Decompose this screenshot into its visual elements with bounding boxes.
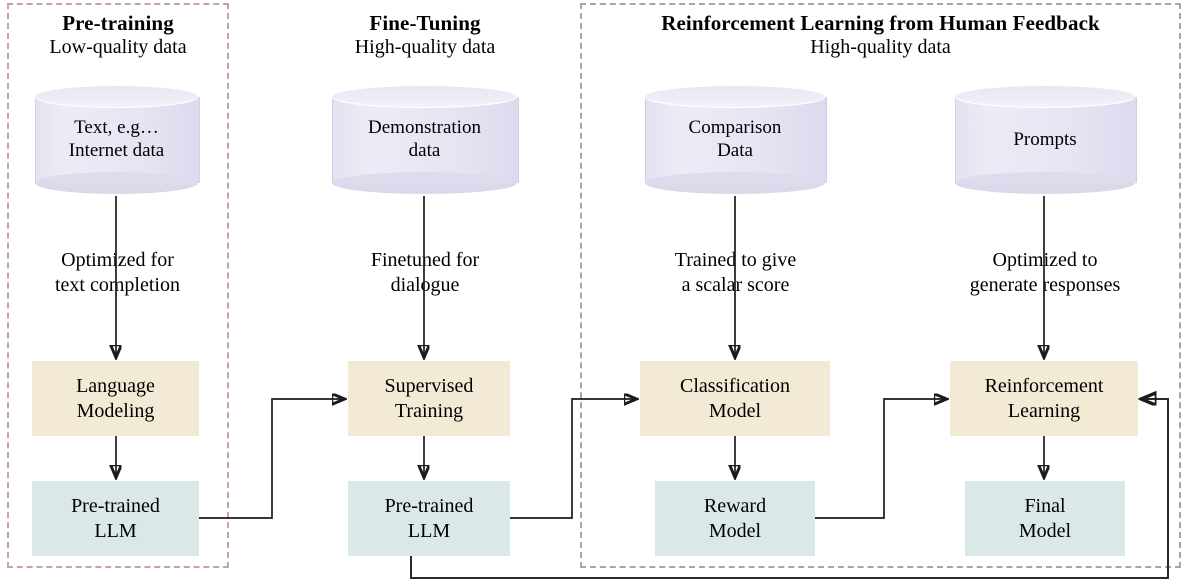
box-pretrained-llm-1[interactable]: Pre-trained LLM	[32, 481, 199, 556]
database-cylinder-pretraining-data: Text, e.g… Internet data	[35, 86, 200, 194]
connector-pretrained-llm-1-to-supervised-training	[199, 399, 344, 519]
box-line2: Learning	[1007, 399, 1081, 422]
box-classification-model[interactable]: Classification Model	[640, 361, 830, 436]
box-line1: Reward	[703, 495, 767, 518]
rlhf-header: Reinforcement Learning from Human Feedba…	[582, 11, 1179, 58]
cylinder-bottom	[955, 172, 1135, 194]
annotation-pretraining-objective: Optimized for text completion	[20, 248, 215, 298]
box-supervised-training[interactable]: Supervised Training	[348, 361, 510, 436]
pretraining-title: Pre-training	[62, 11, 174, 35]
box-line1: Classification	[680, 375, 790, 398]
cylinder-label: Text, e.g… Internet data	[35, 86, 198, 194]
cylinder-label-line2: data	[408, 140, 441, 161]
box-reinforcement-learning[interactable]: Reinforcement Learning	[950, 361, 1138, 436]
cylinder-top	[645, 86, 825, 108]
database-cylinder-demonstration-data: Demonstration data	[332, 86, 519, 194]
annotation-line2: generate responses	[969, 274, 1121, 296]
cylinder-label-line1: Prompts	[1013, 128, 1077, 150]
annotation-line2: dialogue	[390, 274, 460, 296]
annotation-line1: Optimized for	[61, 249, 174, 271]
cylinder-top	[35, 86, 198, 108]
finetuning-title: Fine-Tuning	[369, 11, 481, 35]
cylinder-label: Comparison Data	[645, 86, 825, 194]
box-line1: Pre-trained	[71, 495, 160, 518]
annotation-line1: Finetuned for	[370, 249, 480, 271]
database-cylinder-comparison-data: Comparison Data	[645, 86, 827, 194]
cylinder-label-line2: Data	[717, 140, 753, 161]
cylinder-label-line1: Text, e.g…	[74, 117, 159, 139]
cylinder-label-line1: Demonstration	[368, 117, 481, 139]
cylinder-top	[955, 86, 1135, 108]
annotation-rl-objective: Optimized to generate responses	[935, 248, 1155, 298]
pretraining-subtitle: Low-quality data	[49, 35, 187, 58]
annotation-line2: text completion	[55, 274, 180, 296]
database-cylinder-prompts: Prompts	[955, 86, 1137, 194]
connector-pretrained-llm-2-to-classification-model	[510, 399, 636, 519]
cylinder-body	[332, 97, 519, 183]
box-line2: LLM	[94, 519, 137, 542]
annotation-line1: Optimized to	[992, 249, 1098, 271]
box-line2: Model	[1018, 519, 1072, 542]
box-line2: LLM	[407, 519, 451, 542]
cylinder-label: Prompts	[955, 86, 1135, 194]
box-line2: Training	[394, 399, 464, 422]
cylinder-label: Demonstration data	[332, 86, 517, 194]
rlhf-region	[580, 3, 1181, 568]
rlhf-subtitle: High-quality data	[810, 35, 951, 58]
finetuning-header: Fine-Tuning High-quality data	[300, 11, 550, 58]
pretraining-header: Pre-training Low-quality data	[7, 11, 229, 58]
connector-reward-model-to-reinforcement-learning	[815, 399, 946, 519]
box-line1: Pre-trained	[384, 495, 474, 518]
box-line1: Final	[1024, 495, 1066, 518]
pretraining-region	[7, 3, 229, 568]
cylinder-bottom	[332, 172, 517, 194]
finetuning-subtitle: High-quality data	[354, 35, 496, 58]
cylinder-body	[955, 97, 1137, 183]
box-pretrained-llm-2[interactable]: Pre-trained LLM	[348, 481, 510, 556]
cylinder-bottom	[35, 172, 198, 194]
box-line1: Supervised	[384, 375, 474, 398]
connector-pretrained-llm-2-feedback-to-reinforcement-learning	[410, 399, 1169, 579]
box-line2: Modeling	[76, 399, 155, 422]
box-language-modeling[interactable]: Language Modeling	[32, 361, 199, 436]
box-final-model[interactable]: Final Model	[965, 481, 1125, 556]
cylinder-top	[332, 86, 517, 108]
box-line2: Model	[708, 519, 762, 542]
box-line1: Language	[76, 375, 155, 398]
box-line2: Model	[708, 399, 762, 422]
rlhf-title: Reinforcement Learning from Human Feedba…	[661, 11, 1100, 35]
annotation-finetuning-objective: Finetuned for dialogue	[330, 248, 520, 298]
cylinder-body	[645, 97, 827, 183]
box-line1: Reinforcement	[984, 375, 1104, 398]
cylinder-bottom	[645, 172, 825, 194]
cylinder-label-line1: Comparison	[688, 117, 782, 139]
cylinder-body	[35, 97, 200, 183]
box-reward-model[interactable]: Reward Model	[655, 481, 815, 556]
cylinder-label-line2: Internet data	[68, 140, 165, 161]
